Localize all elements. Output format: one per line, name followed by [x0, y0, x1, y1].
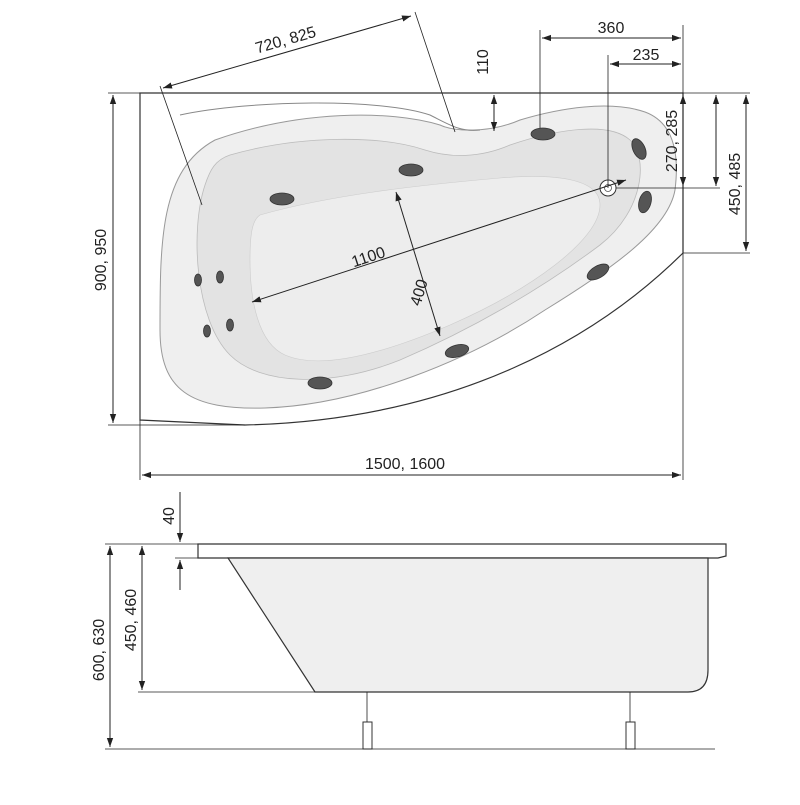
top-dimension-lines — [109, 15, 750, 479]
side-view: 40 450, 460 600, 630 — [91, 492, 727, 750]
dim-270-285-label: 270, 285 — [664, 110, 681, 172]
leg-right — [625, 721, 636, 750]
jet-8 — [307, 376, 333, 390]
jet-9 — [194, 273, 202, 287]
dim-40-label: 40 — [161, 507, 178, 525]
jet-3 — [530, 127, 556, 141]
dim-600-630-label: 600, 630 — [91, 619, 108, 681]
dim-360-label: 360 — [598, 20, 625, 37]
headrest-line — [179, 102, 481, 131]
tub-rim-side — [197, 543, 727, 559]
jet-1 — [269, 192, 295, 206]
dim-1500-1600-label: 1500, 1600 — [365, 456, 445, 473]
tub-body-side — [226, 557, 709, 693]
jet-7 — [444, 344, 470, 358]
jet-5 — [638, 190, 652, 214]
jet-4 — [631, 138, 647, 160]
dim-900-950-label: 900, 950 — [93, 229, 110, 291]
dim-450-460-label: 450, 460 — [123, 589, 140, 651]
jet-10 — [216, 270, 224, 284]
dim-450-485-label: 450, 485 — [727, 153, 744, 215]
jet-11 — [203, 324, 211, 338]
leg-left — [362, 721, 373, 750]
top-extension-lines — [108, 11, 750, 480]
dim-235-label: 235 — [633, 47, 660, 64]
top-view: 720, 825 110 360 235 270, 285 450, 485 9… — [93, 11, 750, 480]
jet-12 — [226, 318, 234, 332]
dim-110-label: 110 — [475, 49, 492, 75]
jet-2 — [398, 163, 424, 177]
